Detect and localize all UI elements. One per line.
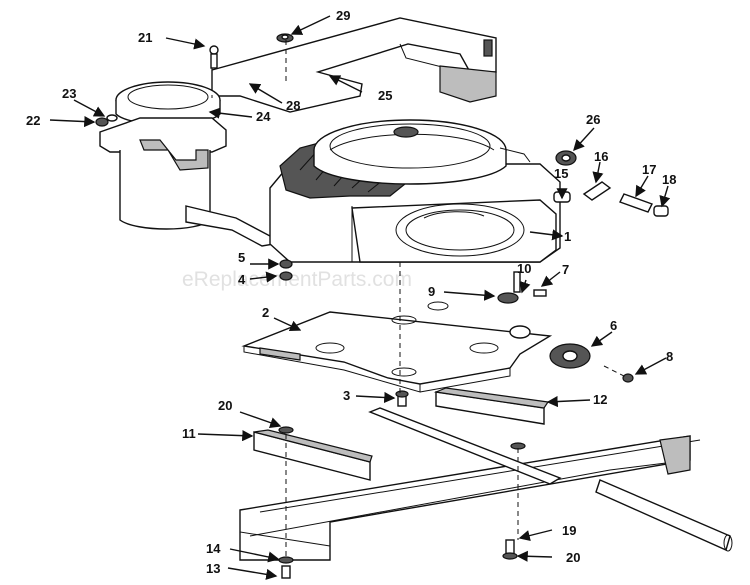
callout-26: 26 <box>586 112 600 127</box>
callout-10: 10 <box>517 261 531 276</box>
callout-12: 12 <box>593 392 607 407</box>
mounting-plate-part <box>241 301 553 393</box>
callout-7: 7 <box>562 262 569 277</box>
angle-bracket-right-part <box>433 387 550 425</box>
callout-2: 2 <box>262 305 269 320</box>
callout-13: 13 <box>206 561 220 576</box>
leader-lines <box>49 15 671 580</box>
callout-18: 18 <box>662 172 676 187</box>
callout-17: 17 <box>642 162 656 177</box>
callout-labels: 1 2 3 4 5 6 7 8 9 10 11 12 13 14 15 16 1… <box>26 8 676 576</box>
vibration-mount-part <box>509 325 591 369</box>
mounting-bracket-part <box>211 17 497 113</box>
angle-bracket-left-part <box>253 429 373 481</box>
callout-11: 11 <box>182 426 196 441</box>
callout-21: 21 <box>138 30 152 45</box>
callout-4: 4 <box>238 272 246 287</box>
callout-16: 16 <box>594 149 608 164</box>
callout-23: 23 <box>62 86 76 101</box>
air-cleaner-assembly-part <box>99 81 276 247</box>
alignment-lines <box>211 40 629 558</box>
callout-22: 22 <box>26 113 40 128</box>
callout-25: 25 <box>378 88 392 103</box>
watermark-text: eReplacementParts.com <box>182 268 412 291</box>
callout-8: 8 <box>666 349 673 364</box>
callout-15: 15 <box>554 166 568 181</box>
callout-5: 5 <box>238 250 245 265</box>
fuel-fittings-parts <box>553 150 669 217</box>
callout-20-bottom: 20 <box>566 550 580 565</box>
callout-3: 3 <box>343 388 350 403</box>
callout-1: 1 <box>564 229 571 244</box>
callout-24: 24 <box>256 109 271 124</box>
callout-14: 14 <box>206 541 221 556</box>
frame-rail-part <box>239 407 733 561</box>
engine-part <box>269 119 561 263</box>
callout-19: 19 <box>562 523 576 538</box>
callout-29: 29 <box>336 8 350 23</box>
callout-9: 9 <box>428 284 435 299</box>
callout-28: 28 <box>286 98 300 113</box>
fasteners-parts <box>95 33 634 579</box>
callout-6: 6 <box>610 318 617 333</box>
callout-20-top: 20 <box>218 398 232 413</box>
